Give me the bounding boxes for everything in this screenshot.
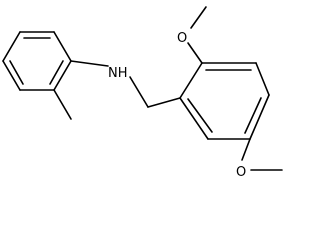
- right-benzene-ring: [179, 62, 270, 140]
- bond: [255, 62, 270, 96]
- double-bond-inner: [49, 60, 64, 85]
- top-oxygen-label: O: [177, 31, 187, 46]
- bottom-methoxy-bond: [241, 138, 251, 161]
- bond: [2, 31, 21, 62]
- amine-label: NH: [108, 66, 128, 81]
- left-benzene-ring: [2, 31, 72, 91]
- double-bond-inner: [9, 60, 24, 85]
- ch2-aryl-bond: [147, 97, 181, 108]
- bond: [179, 97, 209, 140]
- n-aryl-bond: [70, 60, 109, 67]
- double-bond-inner: [244, 97, 262, 134]
- bottom-oxygen-label: O: [236, 165, 246, 180]
- bond: [179, 62, 203, 99]
- double-bond-inner: [187, 98, 213, 133]
- bond: [53, 60, 72, 91]
- bond: [2, 60, 21, 91]
- top-methoxy-bond: [187, 42, 203, 64]
- bond: [53, 31, 72, 62]
- top-methyl-bond: [190, 6, 207, 29]
- chemical-structure: NH O O: [2, 6, 283, 180]
- methyl-bond: [53, 89, 72, 120]
- bond: [249, 94, 270, 140]
- n-ch2-bond: [129, 76, 149, 108]
